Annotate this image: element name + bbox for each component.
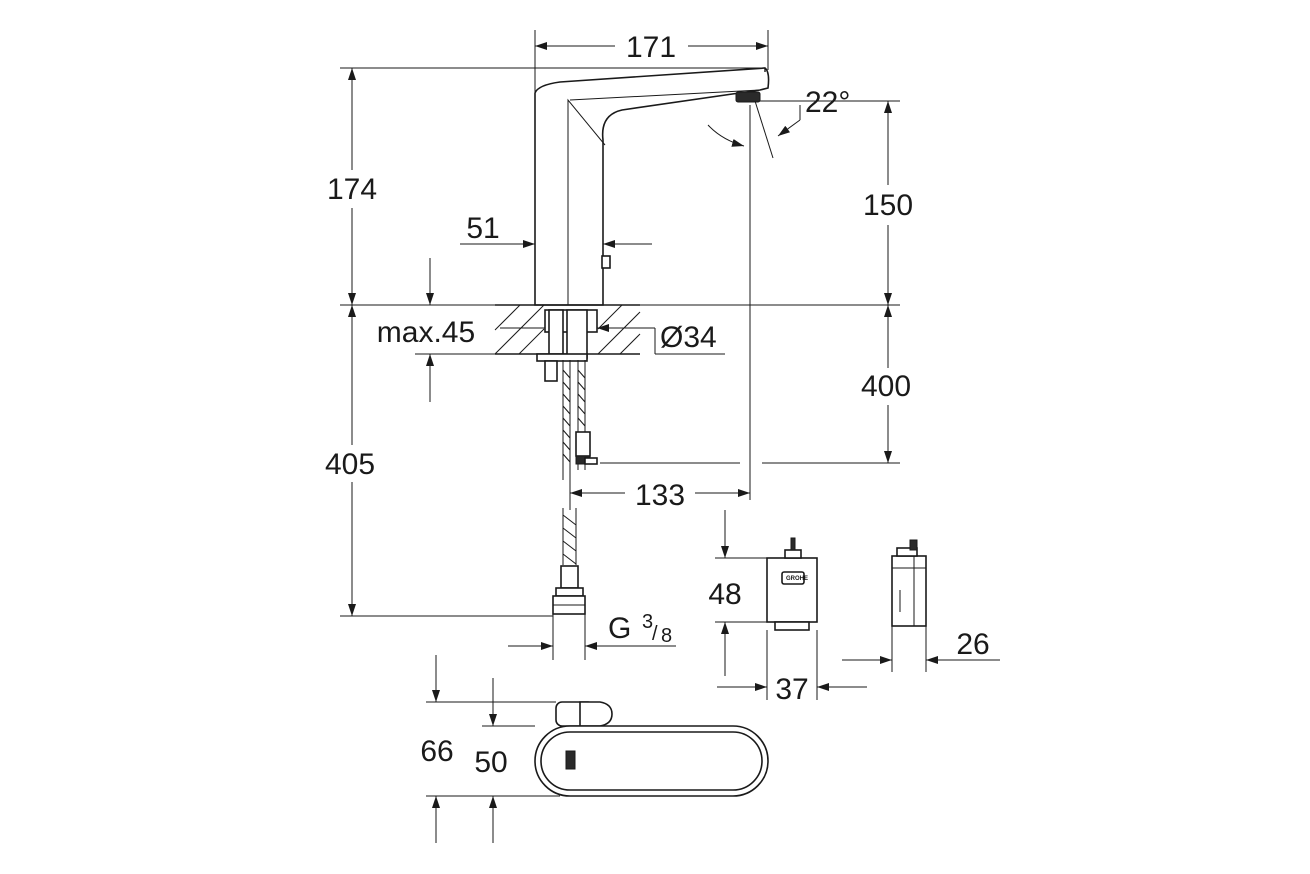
dim-angle-22: 22° bbox=[805, 86, 850, 119]
dim-150: 150 bbox=[863, 189, 913, 222]
faucet-side-view bbox=[534, 67, 770, 306]
dim-171: 171 bbox=[626, 31, 676, 64]
dim-133: 133 bbox=[635, 479, 685, 512]
dim-37: 37 bbox=[775, 673, 808, 706]
plan-view bbox=[534, 701, 769, 797]
dim-50: 50 bbox=[474, 746, 507, 779]
countertop-section bbox=[494, 304, 641, 615]
dim-51: 51 bbox=[466, 212, 499, 245]
dim-400: 400 bbox=[861, 370, 911, 403]
electronic-box: GROHE bbox=[766, 537, 927, 631]
box-logo: GROHE bbox=[786, 576, 808, 582]
dim-thread-denominator: 8 bbox=[661, 625, 672, 647]
dim-thread-slash: / bbox=[652, 623, 658, 645]
dim-48: 48 bbox=[708, 578, 741, 611]
dim-26: 26 bbox=[956, 628, 989, 661]
dim-405: 405 bbox=[325, 448, 375, 481]
dimension-lines bbox=[340, 30, 1000, 843]
dim-66: 66 bbox=[420, 735, 453, 768]
dim-thread-numerator: 3 bbox=[642, 611, 653, 633]
dimension-labels: 171 174 22° 150 51 max.45 Ø34 400 405 13… bbox=[325, 31, 990, 779]
dim-max45: max.45 bbox=[377, 316, 475, 349]
dim-174: 174 bbox=[327, 173, 377, 206]
dim-thread-g: G bbox=[608, 612, 631, 645]
dim-diameter-34: Ø34 bbox=[660, 321, 717, 354]
